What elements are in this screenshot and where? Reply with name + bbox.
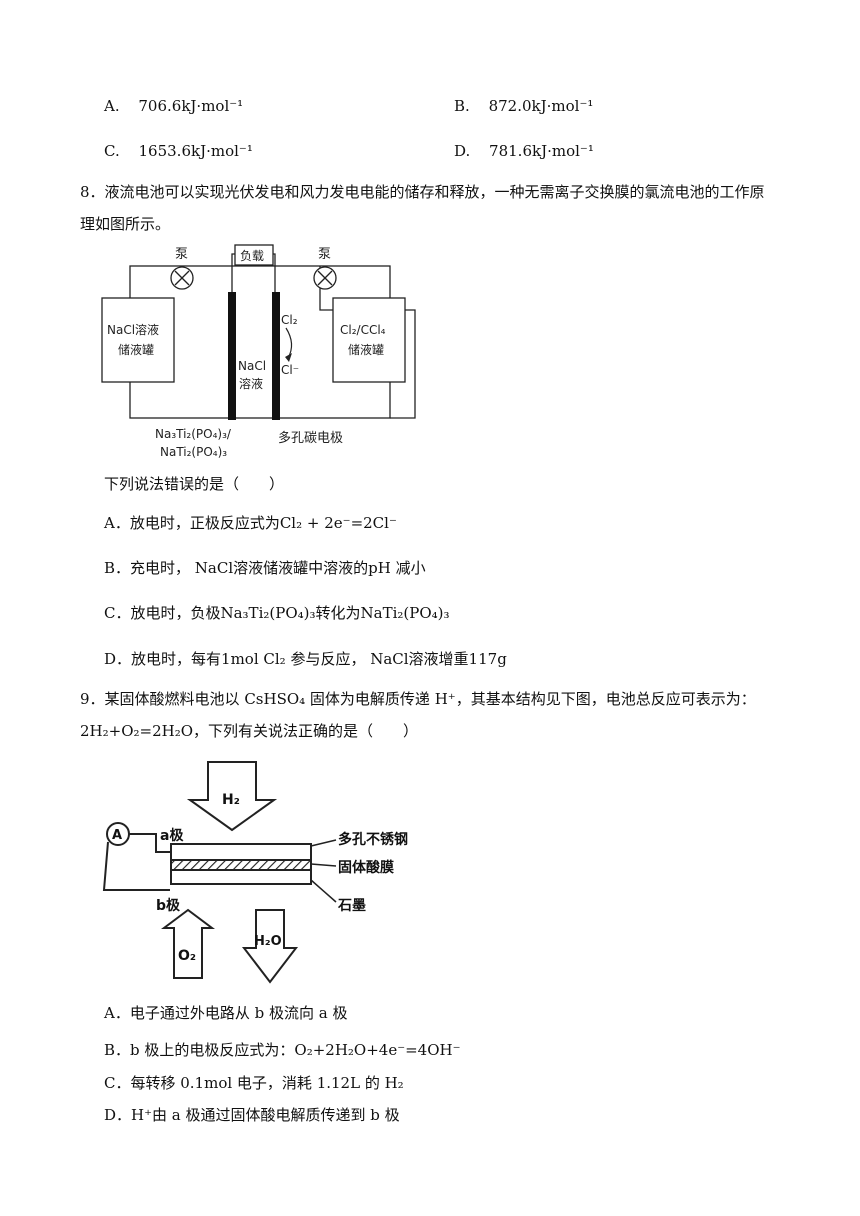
option-letter: A. [104, 97, 120, 115]
q8-option-b: B．充电时， NaCl溶液储液罐中溶液的pH 减小 [104, 559, 426, 577]
o2-arrow-icon [161, 908, 215, 979]
flow-battery-diagram: 泵 泵 负载 NaCl溶液 储液罐 Cl₂/CCl₄ 储液罐 NaCl 溶液 C… [101, 244, 416, 459]
bottom-right-label: 多孔碳电极 [278, 430, 343, 446]
tank-right-line2: 储液罐 [348, 342, 384, 357]
pump-left-icon [170, 266, 194, 290]
q8-stem-line1: 8．液流电池可以实现光伏发电和风力发电电能的储存和释放，一种无需离子交换膜的氯流… [80, 183, 765, 201]
h2-label: H₂ [222, 792, 240, 808]
q9-option-b: B．b 极上的电极反应式为：O₂+2H₂O+4e⁻=4OH⁻ [104, 1041, 461, 1059]
tank-right-line1: Cl₂/CCl₄ [340, 323, 386, 337]
q9-option-c: C．每转移 0.1mol 电子，消耗 1.12L 的 H₂ [104, 1074, 404, 1092]
solid-acid-layer [170, 859, 312, 871]
arrow-head-icon [285, 353, 292, 362]
q9-option-d: D．H⁺由 a 极通过固体酸电解质传递到 b 极 [104, 1106, 400, 1124]
h2-arrow-icon [186, 761, 278, 832]
q9-stem-line1: 9．某固体酸燃料电池以 CsHSO₄ 固体为电解质传递 H⁺，其基本结构见下图，… [80, 690, 756, 708]
h2o-arrow-icon [241, 909, 299, 984]
fuel-cell-diagram: H₂ A a极 b极 多孔不锈钢 固体酸膜 石墨 O₂ H₂O [102, 761, 408, 984]
porous-steel-label: 多孔不锈钢 [338, 831, 408, 848]
load-label: 负载 [240, 249, 264, 263]
option-value: 872.0kJ·mol⁻¹ [488, 97, 594, 115]
q8-option-a: A．放电时，正极反应式为Cl₂ + 2e⁻=2Cl⁻ [104, 514, 397, 532]
tank-left-line1: NaCl溶液 [107, 322, 159, 337]
load-box [234, 244, 274, 266]
q9-option-a: A．电子通过外电路从 b 极流向 a 极 [104, 1004, 348, 1022]
reaction-arrow-icon [285, 327, 293, 359]
cl-minus-label: Cl⁻ [281, 363, 299, 377]
middle-line2: 溶液 [239, 376, 263, 391]
bottom-left-line1: Na₃Ti₂(PO₄)₃/ [155, 427, 232, 441]
option-letter: B. [454, 97, 470, 115]
cl2-tank [332, 297, 406, 383]
option-value: 781.6kJ·mol⁻¹ [489, 142, 594, 160]
q7-option-b: B. 872.0kJ·mol⁻¹ [454, 97, 593, 115]
graphite-label: 石墨 [337, 898, 366, 914]
b-pole-label: b极 [156, 897, 181, 914]
option-letter: D. [454, 142, 471, 160]
pump-right-icon [313, 266, 337, 290]
cl2-label: Cl₂ [281, 313, 298, 327]
ammeter-label: A [112, 828, 122, 843]
middle-line1: NaCl [238, 359, 266, 373]
q8-option-c: C．放电时，负极Na₃Ti₂(PO₄)₃转化为NaTi₂(PO₄)₃ [104, 604, 450, 622]
o2-label: O₂ [178, 948, 196, 964]
option-value: 1653.6kJ·mol⁻¹ [138, 142, 253, 160]
left-electrode [228, 292, 236, 420]
a-pole-label: a极 [160, 827, 184, 844]
q7-option-a: A. 706.6kJ·mol⁻¹ [104, 97, 243, 115]
graphite-layer [170, 869, 312, 885]
porous-steel-layer [170, 843, 312, 861]
pump-left-label: 泵 [175, 247, 188, 262]
q8-question: 下列说法错误的是（ ） [104, 475, 285, 493]
option-value: 706.6kJ·mol⁻¹ [138, 97, 244, 115]
option-letter: C. [104, 142, 120, 160]
q7-option-d: D. 781.6kJ·mol⁻¹ [454, 142, 594, 160]
right-electrode [272, 292, 280, 420]
q9-stem-line2: 2H₂+O₂=2H₂O，下列有关说法正确的是（ ） [80, 722, 419, 740]
solid-acid-label: 固体酸膜 [338, 859, 394, 876]
h2o-label: H₂O [254, 934, 282, 949]
q7-option-c: C. 1653.6kJ·mol⁻¹ [104, 142, 253, 160]
pump-right-label: 泵 [318, 247, 331, 262]
q8-stem-line2: 理如图所示。 [80, 215, 171, 233]
q8-option-d: D．放电时，每有1mol Cl₂ 参与反应， NaCl溶液增重117g [104, 650, 507, 668]
bottom-left-line2: NaTi₂(PO₄)₃ [160, 445, 227, 459]
nacl-tank [101, 297, 175, 383]
tank-left-line2: 储液罐 [118, 342, 154, 357]
